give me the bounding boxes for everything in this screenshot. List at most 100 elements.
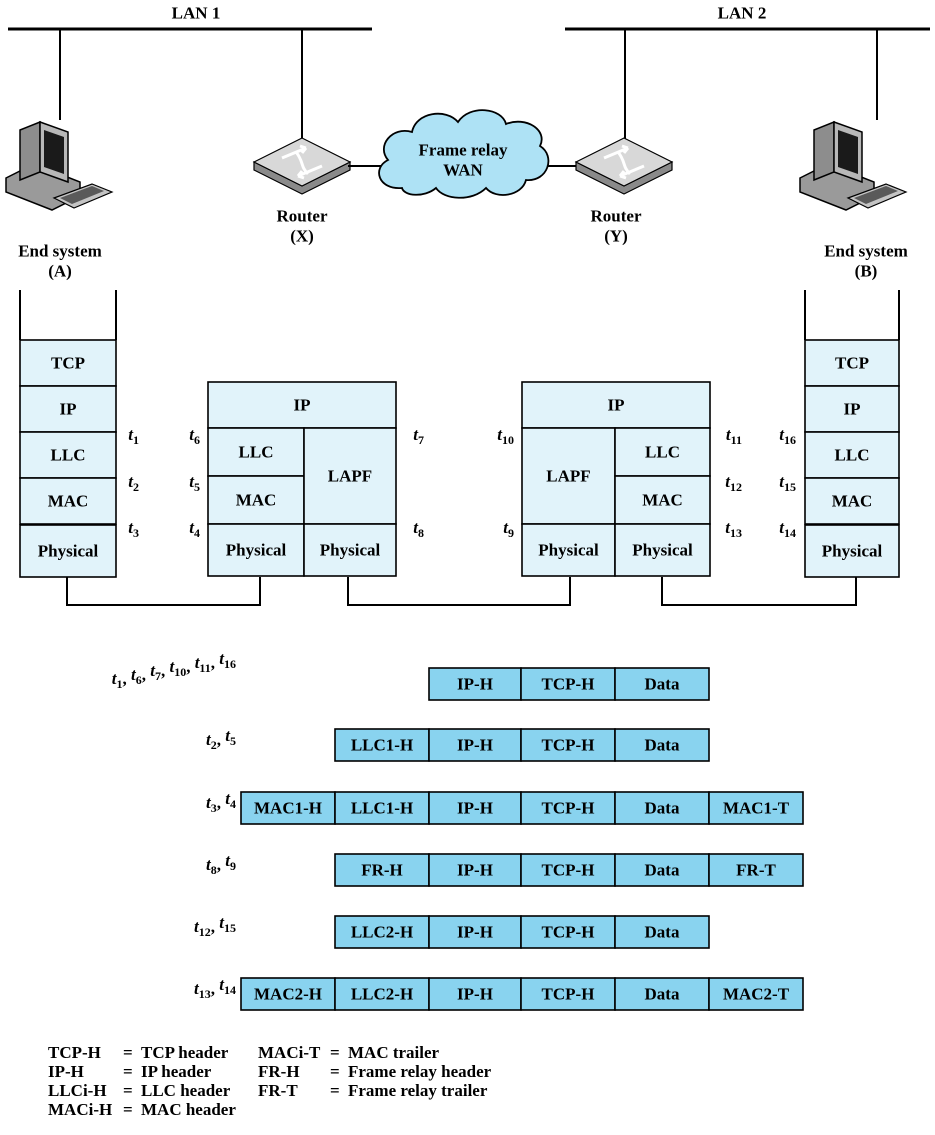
layer-physical-label: Physical: [226, 541, 287, 560]
time-point-label: t4: [189, 518, 200, 540]
device-id: (Y): [604, 227, 628, 246]
pdu-field-label: Data: [645, 675, 680, 694]
layer-llc-label: LLC: [835, 446, 870, 465]
computer-icon-screen: [838, 130, 858, 174]
pdu-field: [614, 667, 710, 701]
pdu-field: [334, 853, 430, 887]
layer-lapf: [303, 427, 397, 525]
pdu-field-label: TCP-H: [542, 861, 595, 880]
pdu-time-label: t13, t14: [194, 975, 236, 1001]
physical-link: [66, 577, 261, 606]
pdu-field-label: TCP-H: [542, 923, 595, 942]
device-name: End system: [824, 242, 908, 261]
legend-def: MAC trailer: [348, 1043, 440, 1062]
legend-def: Frame relay header: [348, 1062, 492, 1081]
router-icon-arrows: [281, 144, 323, 180]
pdu-time-label: t2, t5: [206, 726, 236, 752]
pdu-field-label: FR-T: [736, 861, 776, 880]
pdu-field: [428, 977, 522, 1011]
layer-ip: [521, 381, 711, 429]
cloud-shape: [378, 109, 550, 199]
pdu-field: [708, 791, 804, 825]
pdu-field-label: MAC1-H: [254, 799, 322, 818]
layer-lapf-label: LAPF: [328, 467, 372, 486]
layer-physical: [614, 523, 711, 577]
pdu-field-label: IP-H: [457, 736, 493, 755]
pdu-field-label: LLC1-H: [351, 736, 413, 755]
lan1-label: LAN 1: [172, 4, 221, 23]
pdu-field: [334, 977, 430, 1011]
pdu-field: [614, 791, 710, 825]
time-point-label: t7: [413, 425, 424, 447]
time-point-label: t14: [779, 518, 796, 540]
layer-ip-label: IP: [844, 400, 861, 419]
legend-def: MAC header: [141, 1100, 236, 1119]
pdu-field: [520, 915, 616, 949]
layer-ip-label: IP: [294, 396, 311, 415]
layer-physical-label: Physical: [632, 541, 693, 560]
time-point-label: t16: [779, 425, 796, 447]
pdu-field: [428, 915, 522, 949]
layer-lapf-label: LAPF: [546, 467, 590, 486]
layer-physical: [207, 523, 305, 577]
computer-icon-screen: [44, 130, 64, 174]
legend: TCP-H = TCP header MACi-T = MAC trailer …: [48, 1043, 492, 1119]
legend-term: LLCi-H: [48, 1081, 107, 1100]
pdu-field: [708, 853, 804, 887]
pdu-field: [614, 977, 710, 1011]
computer-icon: [5, 120, 114, 211]
device-id: (X): [290, 227, 314, 246]
layer-ip: [804, 385, 900, 433]
pdu-field: [334, 791, 430, 825]
layer-ip-label: IP: [60, 400, 77, 419]
pdu-field-label: LLC2-H: [351, 985, 413, 1004]
pdu-field: [240, 977, 336, 1011]
pdu-field-label: Data: [645, 736, 680, 755]
pdu-field-label: FR-H: [361, 861, 403, 880]
cloud-label-1: Frame relay: [419, 141, 508, 160]
computer-icon-keys: [60, 186, 104, 204]
router-icon: [252, 137, 352, 195]
time-point-label: t5: [189, 472, 200, 494]
legend-term: FR-T: [258, 1081, 298, 1100]
pdu-field-label: TCP-H: [542, 675, 595, 694]
layer-tcp: [19, 339, 117, 387]
legend-term: MACi-H: [48, 1100, 113, 1119]
legend-term: IP-H: [48, 1062, 84, 1081]
layer-mac-label: MAC: [642, 491, 683, 510]
time-point-label: t6: [189, 425, 200, 447]
time-point-label: t15: [779, 472, 796, 494]
cloud-label-2: WAN: [443, 161, 483, 180]
time-point-label: t11: [726, 425, 742, 447]
device-name: End system: [18, 242, 102, 261]
time-point-label: t9: [503, 518, 514, 540]
layer-mac: [614, 475, 711, 525]
legend-def: Frame relay trailer: [348, 1081, 488, 1100]
pdu-field: [614, 728, 710, 762]
layer-llc: [804, 431, 900, 479]
physical-link: [347, 577, 571, 606]
pdu-field-label: IP-H: [457, 675, 493, 694]
pdu-field-label: TCP-H: [542, 736, 595, 755]
layer-tcp-label: TCP: [51, 354, 85, 373]
computer-icon-keys: [854, 186, 898, 204]
pdu-field-label: Data: [645, 861, 680, 880]
legend-term: FR-H: [258, 1062, 300, 1081]
pdu-field: [614, 915, 710, 949]
layer-mac: [207, 475, 305, 525]
layer-physical-label: Physical: [538, 541, 599, 560]
time-point-label: t13: [725, 518, 742, 540]
computer-icon-tower-side: [813, 120, 835, 182]
layer-physical: [303, 523, 397, 577]
layer-ip: [207, 381, 397, 429]
pdu-field-label: IP-H: [457, 799, 493, 818]
computer-icon-tower-side: [19, 120, 41, 182]
legend-def: TCP header: [141, 1043, 229, 1062]
layer-ip-label: IP: [608, 396, 625, 415]
pdu-time-label: t8, t9: [206, 851, 236, 877]
device-id: (B): [855, 262, 878, 281]
pdu-time-label: t1, t6, t7, t10, t11, t16: [112, 649, 236, 691]
pdu-field: [240, 791, 336, 825]
